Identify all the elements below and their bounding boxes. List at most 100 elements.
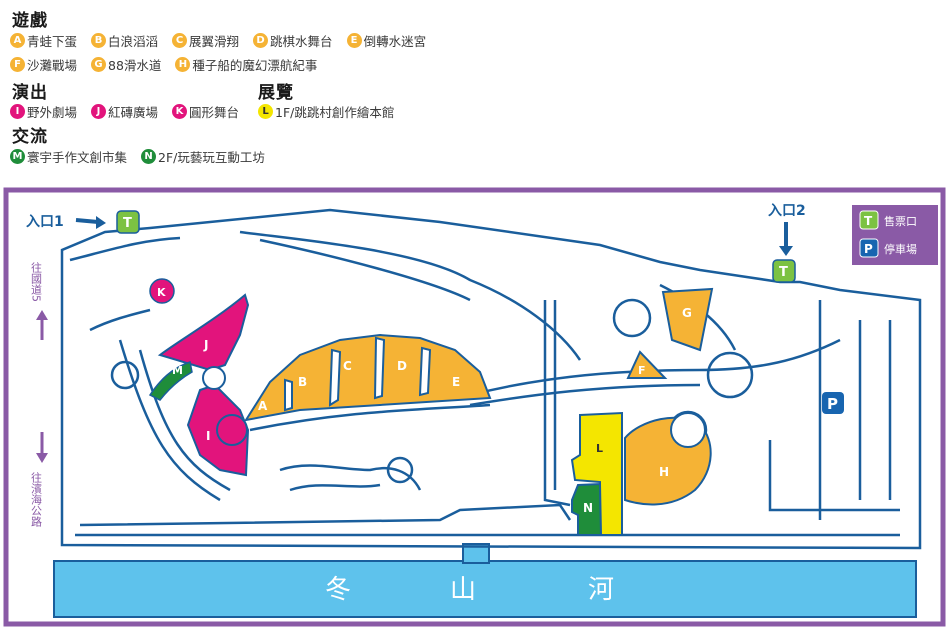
parking-loop — [768, 440, 900, 512]
river-label-1: 冬 — [325, 575, 351, 605]
zone-i-stage — [216, 414, 248, 446]
south-inner-path — [79, 503, 572, 527]
west-arc-inner — [138, 349, 231, 492]
west-arc-path — [118, 339, 221, 502]
zone-label-m: M — [172, 364, 183, 377]
badge-j: J — [91, 104, 107, 119]
badge-h: H — [175, 57, 191, 72]
key-ticket-icon — [859, 210, 879, 230]
badge-e: E — [346, 33, 362, 48]
badge-k: K — [172, 104, 188, 119]
badge-m: M — [10, 149, 25, 164]
entrance-1-arrow-head — [96, 216, 106, 229]
entrance-1-label: 入口1 — [26, 214, 64, 230]
river-label-2: 山 — [450, 575, 476, 605]
badge-a: A — [10, 33, 25, 48]
legend-label-l: 1F/跳跳村創作繪本館 — [275, 105, 395, 120]
key-parking-symbol: P — [864, 242, 873, 256]
legend-label-f: 沙灘戰場 — [27, 58, 78, 73]
direction-highway-arrowhead — [36, 310, 48, 320]
map-frame — [3, 187, 946, 627]
ticket-icon-2-label: T — [779, 265, 788, 280]
parking-icon — [822, 392, 844, 414]
badge-c: C — [172, 33, 188, 48]
parking-icon-label: P — [827, 395, 838, 413]
direction-highway: 往國道5 — [30, 261, 48, 340]
legend-title-games: 遊戲 — [12, 11, 48, 31]
direction-coastal-arrowhead — [36, 453, 48, 463]
entrance-2-arrow-head — [779, 246, 793, 256]
legend-label-j: 紅磚廣場 — [108, 105, 159, 120]
key-parking-label: 停車場 — [884, 242, 917, 256]
small-round — [386, 456, 414, 484]
legend-label-c: 展翼滑翔 — [189, 34, 240, 49]
river-inlet — [462, 543, 490, 564]
zone-dividers — [284, 336, 432, 412]
zone-label-d: D — [397, 359, 407, 373]
key-ticket-symbol: T — [864, 214, 873, 228]
zone-label-i: I — [206, 429, 210, 443]
central-east-inner — [469, 383, 701, 407]
ticket-icon-1 — [116, 210, 140, 234]
roundabout-north — [612, 298, 652, 338]
legend-label-h: 種子船的魔幻漂航紀事 — [192, 58, 318, 73]
legend-label-m: 寰宇手作文創市集 — [27, 150, 128, 165]
central-east-path — [469, 338, 841, 397]
badge-i: I — [10, 104, 25, 119]
legend-label-n: 2F/玩藝玩互動工坊 — [158, 150, 265, 165]
zone-l — [570, 411, 623, 536]
badge-g: G — [91, 57, 107, 72]
river-label-3: 河 — [588, 575, 614, 605]
zone-g — [661, 287, 714, 352]
roundabout-west — [110, 360, 140, 390]
legend-label-g: 88滑水道 — [108, 58, 162, 73]
entrance-2-label: 入口2 — [768, 203, 806, 219]
badge-d: D — [253, 33, 269, 48]
legend-label-e: 倒轉水迷宮 — [363, 34, 427, 49]
zone-n — [571, 482, 603, 536]
zone-label-g: G — [682, 306, 692, 320]
zone-label-a: A — [258, 399, 268, 413]
badge-f: F — [10, 57, 25, 72]
park-boundary — [60, 208, 922, 550]
zone-label-n: N — [583, 501, 593, 515]
badge-b: B — [91, 33, 107, 48]
zone-label-e: E — [452, 375, 460, 389]
zone-label-l: L — [596, 442, 603, 455]
plaza-round — [202, 366, 226, 390]
north-west-path — [69, 236, 181, 262]
river — [53, 560, 917, 618]
badge-l: L — [258, 104, 273, 119]
path-network — [69, 230, 900, 537]
zone-j — [157, 293, 250, 372]
zone-label-c: C — [343, 359, 352, 373]
roundabout-east — [706, 351, 754, 399]
north-curve-inner — [259, 238, 471, 302]
legend-label-d: 跳棋水舞台 — [270, 34, 333, 49]
west-l-path — [543, 300, 571, 507]
direction-highway-label: 往國道5 — [30, 261, 43, 302]
zone-label-h: H — [659, 465, 669, 479]
entrance-1-arrow-line — [75, 218, 99, 224]
direction-coastal: 往濱海公路 — [30, 432, 48, 528]
zone-label-j: J — [203, 338, 208, 352]
zone-abcde-baseline — [249, 403, 491, 432]
legend-label-i: 野外劇場 — [27, 105, 78, 120]
zone-label-k: K — [157, 286, 166, 299]
legend-label-a: 青蛙下蛋 — [27, 34, 78, 49]
